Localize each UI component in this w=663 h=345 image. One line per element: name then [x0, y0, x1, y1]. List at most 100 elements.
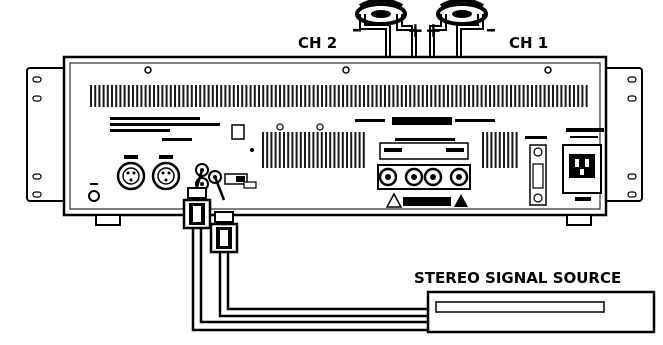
- vent-slot: [346, 85, 349, 107]
- stereo-source-device: [426, 290, 656, 334]
- vent-slot: [132, 85, 134, 107]
- warning-triangle-icon: [385, 192, 468, 208]
- vent-slot: [438, 85, 441, 107]
- vent-slot: [472, 85, 475, 107]
- vent-slot: [503, 132, 505, 168]
- vent-slot: [111, 85, 113, 107]
- vent-slot: [371, 85, 374, 107]
- speaker-outputs: [377, 142, 471, 190]
- vent-slot: [417, 85, 420, 107]
- ch1-label: CH 1: [509, 34, 548, 52]
- vent-slot: [535, 85, 538, 107]
- vent-slot: [480, 85, 483, 107]
- vent-slot: [388, 85, 391, 107]
- vent-slot: [468, 85, 470, 107]
- ch2-label: CH 2: [298, 34, 337, 52]
- vent-slot: [531, 85, 533, 107]
- vent-slot: [392, 85, 395, 107]
- vent-slot: [274, 85, 277, 107]
- vent-slot: [266, 85, 269, 107]
- vent-slot: [165, 85, 168, 107]
- vent-slot: [337, 132, 340, 168]
- vent-slot: [258, 85, 260, 107]
- vent-slot: [249, 85, 252, 107]
- vent-slot: [350, 85, 353, 107]
- vent-slot: [211, 85, 214, 107]
- vent-slot: [94, 85, 97, 107]
- vent-slot: [384, 85, 386, 107]
- vent-slot: [287, 85, 290, 107]
- vent-slot: [581, 85, 584, 107]
- vent-slot: [321, 85, 323, 107]
- vent-slot: [220, 85, 223, 107]
- vent-slot: [421, 85, 424, 107]
- vent-slot: [354, 132, 357, 168]
- vent-slot: [547, 85, 550, 107]
- vent-slot: [304, 85, 307, 107]
- rca-plug-right-icon: [209, 211, 239, 254]
- vent-slot: [174, 85, 176, 107]
- vent-slot: [178, 85, 181, 107]
- ch1-minus-sign: –: [486, 17, 496, 41]
- vent-slot: [498, 132, 501, 168]
- vent-slot: [430, 85, 433, 107]
- vent-slot: [560, 85, 563, 107]
- vent-slot: [299, 132, 302, 168]
- vent-slot: [400, 85, 403, 107]
- vent-slot: [556, 85, 559, 107]
- vent-slot: [405, 85, 407, 107]
- vent-slot: [490, 132, 493, 168]
- vent-slot: [253, 85, 256, 107]
- vent-slot: [363, 85, 365, 107]
- vent-slot: [308, 132, 311, 168]
- vent-slot: [426, 85, 428, 107]
- vent-grille-middle: [262, 132, 365, 168]
- ground-post: [88, 183, 100, 202]
- vent-slot: [224, 85, 227, 107]
- vent-slot: [510, 85, 512, 107]
- vent-slot: [514, 85, 517, 107]
- vent-slot: [552, 85, 554, 107]
- vent-slot: [186, 85, 189, 107]
- ch2-minus-sign: –: [352, 17, 362, 41]
- vent-slot: [511, 132, 514, 168]
- vent-slot: [203, 85, 206, 107]
- vent-slot: [195, 85, 197, 107]
- vent-slot: [283, 85, 286, 107]
- vent-slot: [329, 85, 332, 107]
- vent-slot: [278, 132, 281, 168]
- mode-switches: [224, 123, 324, 189]
- vent-slot: [119, 85, 122, 107]
- vent-slot: [295, 85, 298, 107]
- vent-slot: [333, 85, 336, 107]
- vent-slot: [337, 85, 340, 107]
- rca-plug-left-icon: [182, 187, 212, 230]
- vent-slot: [568, 85, 571, 107]
- vent-slot: [291, 85, 294, 107]
- vent-grille-top: [90, 85, 588, 107]
- vent-slot: [434, 85, 437, 107]
- vent-slot: [312, 85, 315, 107]
- vent-slot: [207, 85, 210, 107]
- vent-slot: [312, 132, 315, 168]
- vent-slot: [232, 85, 235, 107]
- vent-slot: [140, 85, 143, 107]
- vent-slot: [136, 85, 139, 107]
- vent-slot: [228, 85, 231, 107]
- vent-slot: [199, 85, 202, 107]
- vent-slot: [543, 85, 546, 107]
- power-inlet-icon: [562, 144, 602, 201]
- vent-slot: [308, 85, 311, 107]
- vent-slot: [482, 132, 484, 168]
- vent-slot: [484, 85, 487, 107]
- vent-slot: [362, 132, 365, 168]
- vent-slot: [358, 132, 361, 168]
- vent-slot: [216, 85, 218, 107]
- speaker-ch1-icon: [436, 0, 488, 26]
- vent-slot: [463, 85, 466, 107]
- vent-slot: [489, 85, 491, 107]
- vent-slot: [459, 85, 462, 107]
- vent-slot: [396, 85, 399, 107]
- vent-slot: [148, 85, 151, 107]
